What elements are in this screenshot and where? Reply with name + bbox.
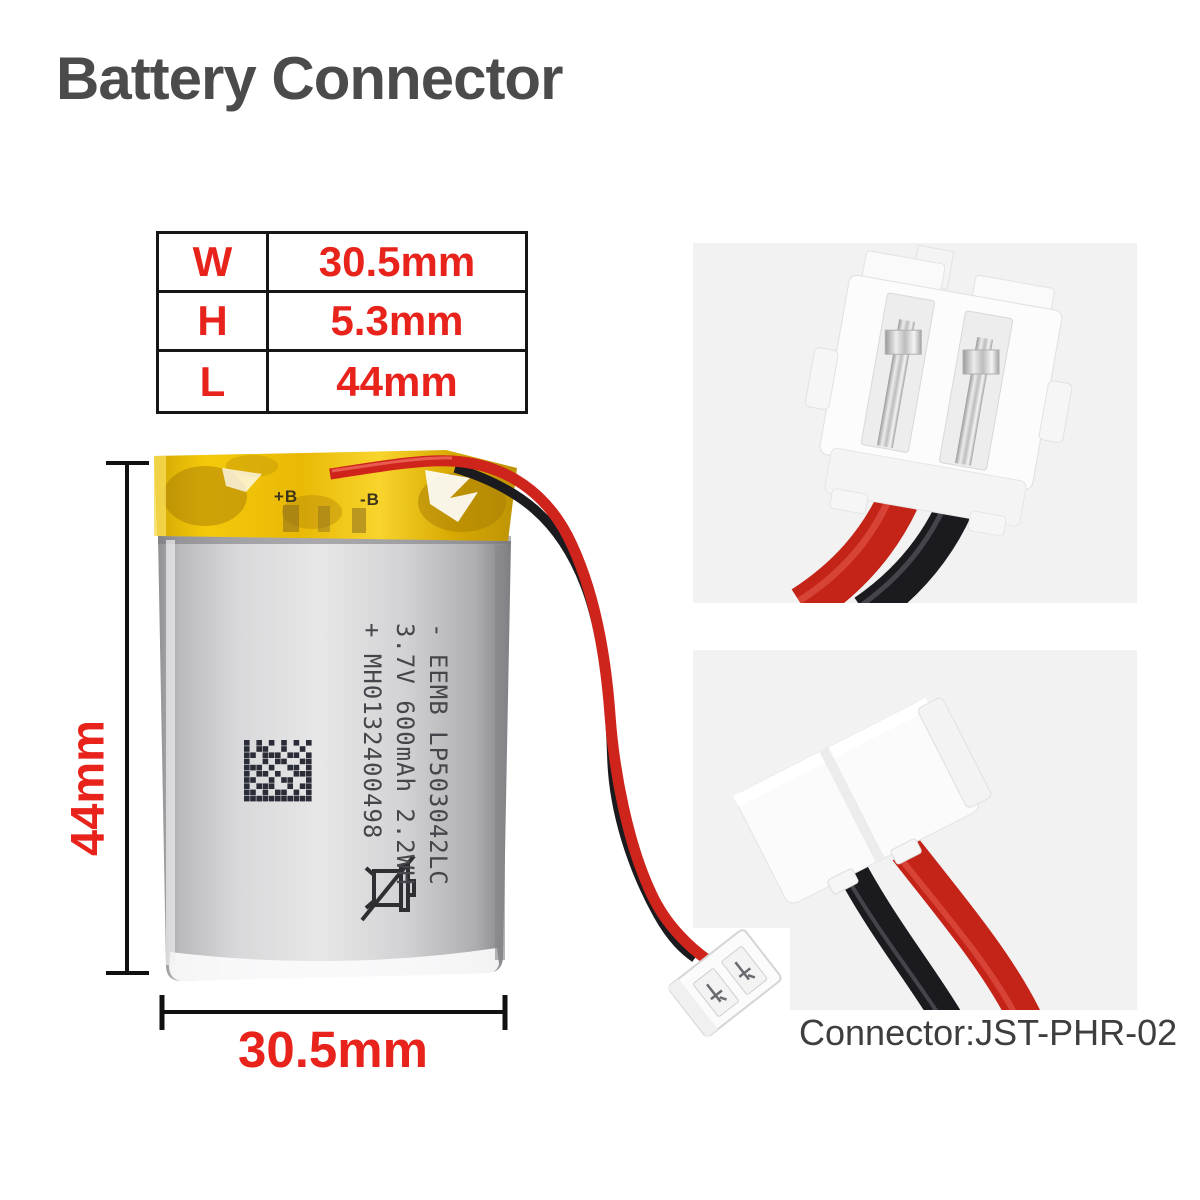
red-wire <box>892 839 1041 1010</box>
qr-code-icon <box>244 740 312 802</box>
page-title: Battery Connector <box>56 45 563 112</box>
red-wire-highlight <box>331 456 453 473</box>
battery-print-label: - EEMB LP503042LC 3.7V 600mAh 2.2WH + MH… <box>354 623 454 913</box>
table-label-h: H <box>159 293 269 352</box>
dimension-lines <box>106 461 508 1030</box>
metal-contact <box>734 961 756 981</box>
jst-connector-front-view <box>791 244 1073 603</box>
dimension-table: W 30.5mm H 5.3mm L 44mm <box>156 231 528 414</box>
kapton-tape <box>154 450 517 541</box>
connector-caption: Connector:JST-PHR-02 <box>799 1012 1178 1053</box>
connector-housing <box>805 244 1073 537</box>
width-dimension-label: 30.5mm <box>238 1021 428 1078</box>
table-value-w: 30.5mm <box>269 234 525 293</box>
red-wire <box>791 491 917 603</box>
red-wire-highlight <box>894 852 1017 1010</box>
print-line-serial: + MH0132400498 <box>358 623 386 840</box>
black-wire-highlight <box>843 873 939 1010</box>
jst-plug <box>667 929 782 1038</box>
table-value-h: 5.3mm <box>269 293 525 352</box>
pin-crimp <box>962 349 1000 375</box>
black-wire <box>854 499 972 603</box>
latch-bump <box>890 838 922 865</box>
metal-contact <box>706 983 727 1003</box>
table-label-w: W <box>159 234 269 293</box>
red-wire <box>329 455 713 966</box>
tab-mark <box>352 508 366 533</box>
right-edge-shade <box>495 545 505 960</box>
contact-slot <box>693 968 739 1017</box>
connector-housing <box>733 697 992 904</box>
tab-mark <box>318 506 330 532</box>
tape-mark-minus: -B <box>360 490 380 509</box>
connector-photo-top <box>693 243 1137 603</box>
black-wire-highlight <box>860 503 948 603</box>
table-label-l: L <box>159 352 269 411</box>
tape-mark-plus: +B <box>274 487 299 506</box>
left-edge-fold <box>166 540 175 965</box>
trash-crossed-icon <box>360 854 416 922</box>
black-wire <box>839 864 961 1010</box>
tape-edge-light <box>154 456 166 536</box>
pin-crimp <box>884 329 922 355</box>
tape-highlight <box>222 468 262 492</box>
table-value-l: 44mm <box>336 357 458 405</box>
bottom-fold-highlight <box>169 948 499 981</box>
tape-highlight <box>425 470 478 522</box>
battery-body <box>158 536 511 981</box>
print-line-model: - EEMB LP503042LC <box>424 623 452 886</box>
tab-mark <box>283 505 299 532</box>
jst-connector-back-view <box>733 697 1041 1010</box>
print-line-specs: 3.7V 600mAh 2.2WH <box>391 623 419 886</box>
latch-bump <box>827 868 859 895</box>
contact-slot <box>721 946 768 995</box>
tape-seam-shadow <box>158 536 511 544</box>
battery-wires <box>329 455 713 966</box>
height-dimension-label: 44mm <box>60 720 113 856</box>
red-wire-highlight <box>797 497 893 603</box>
